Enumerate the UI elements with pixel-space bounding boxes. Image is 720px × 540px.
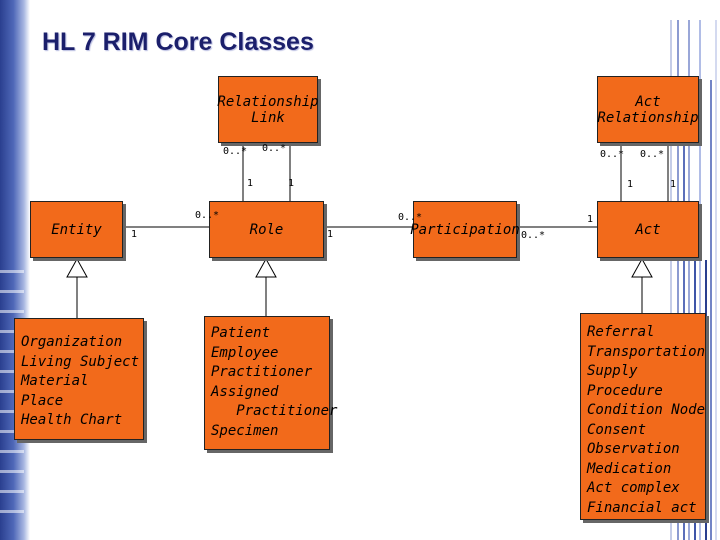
multiplicity-label: 0..* <box>262 143 287 154</box>
multiplicity-label: 1 <box>627 179 634 190</box>
act-subclass-item: Financial act <box>587 499 697 516</box>
act-relationship-label-line2: Relationship <box>597 109 699 126</box>
class-participation: Participation <box>410 201 520 258</box>
role-label: Role <box>249 221 284 238</box>
multiplicity-label: 0..* <box>398 212 423 223</box>
act-subclass-item: Consent <box>587 421 647 438</box>
participation-label: Participation <box>410 221 520 238</box>
act-subclass-item: Procedure <box>587 382 663 399</box>
multiplicity-label: 1 <box>587 214 594 225</box>
left-decorative-stripes <box>0 270 24 530</box>
act-subclass-item: Act complex <box>587 480 680 496</box>
multiplicity-label: 0..* <box>640 149 665 160</box>
multiplicity-label: 0..* <box>223 146 248 157</box>
act-relationship-label-line1: Act <box>635 93 661 110</box>
class-act-relationship: Act Relationship <box>597 76 699 143</box>
slide-title: HL 7 RIM Core Classes <box>42 28 314 56</box>
entity-subclass-item: Organization <box>21 334 123 350</box>
role-subclass-item: Practitioner <box>211 364 313 380</box>
class-relationship-link: Relationship Link <box>217 76 319 143</box>
multiplicity-label: 1 <box>670 179 677 190</box>
role-subclass-item: Patient <box>211 325 271 341</box>
multiplicity-label: 1 <box>327 229 334 240</box>
act-subclass-item: Referral <box>587 324 655 340</box>
role-subclass-item: Assigned <box>211 383 279 400</box>
role-subclasses-box: Patient Employee Practitioner Assigned P… <box>204 316 338 450</box>
multiplicity-label: 0..* <box>521 230 546 241</box>
multiplicity-label: 1 <box>247 178 254 189</box>
entity-subclass-item: Living Subject <box>21 353 140 370</box>
relationship-link-label-line1: Relationship <box>217 93 319 110</box>
relationship-link-label-line2: Link <box>251 109 285 126</box>
act-subclass-item: Transportation <box>587 343 706 360</box>
act-subclass-item: Condition Node <box>587 402 706 418</box>
class-entity: Entity <box>30 201 123 258</box>
entity-subclass-item: Material <box>21 373 89 389</box>
entity-subclass-item: Place <box>21 392 64 409</box>
entity-subclasses-box: Organization Living Subject Material Pla… <box>14 318 144 440</box>
act-subclass-item: Supply <box>587 363 638 379</box>
multiplicity-label: 0..* <box>195 210 220 221</box>
act-subclasses-box: Referral Transportation Supply Procedure… <box>580 313 706 520</box>
class-role: Role <box>209 201 324 258</box>
act-subclass-item: Observation <box>587 441 680 457</box>
entity-label: Entity <box>51 221 102 238</box>
multiplicity-label: 1 <box>131 229 138 240</box>
act-label: Act <box>635 221 661 238</box>
multiplicity-label: 1 <box>288 178 295 189</box>
multiplicity-label: 0..* <box>600 149 625 160</box>
role-subclass-item: Employee <box>211 344 279 361</box>
role-subclass-item: Practitioner <box>211 403 338 419</box>
act-subclass-item: Medication <box>587 460 672 477</box>
class-act: Act <box>597 201 699 258</box>
entity-subclass-item: Health Chart <box>21 412 123 428</box>
role-subclass-item: Specimen <box>211 422 279 439</box>
